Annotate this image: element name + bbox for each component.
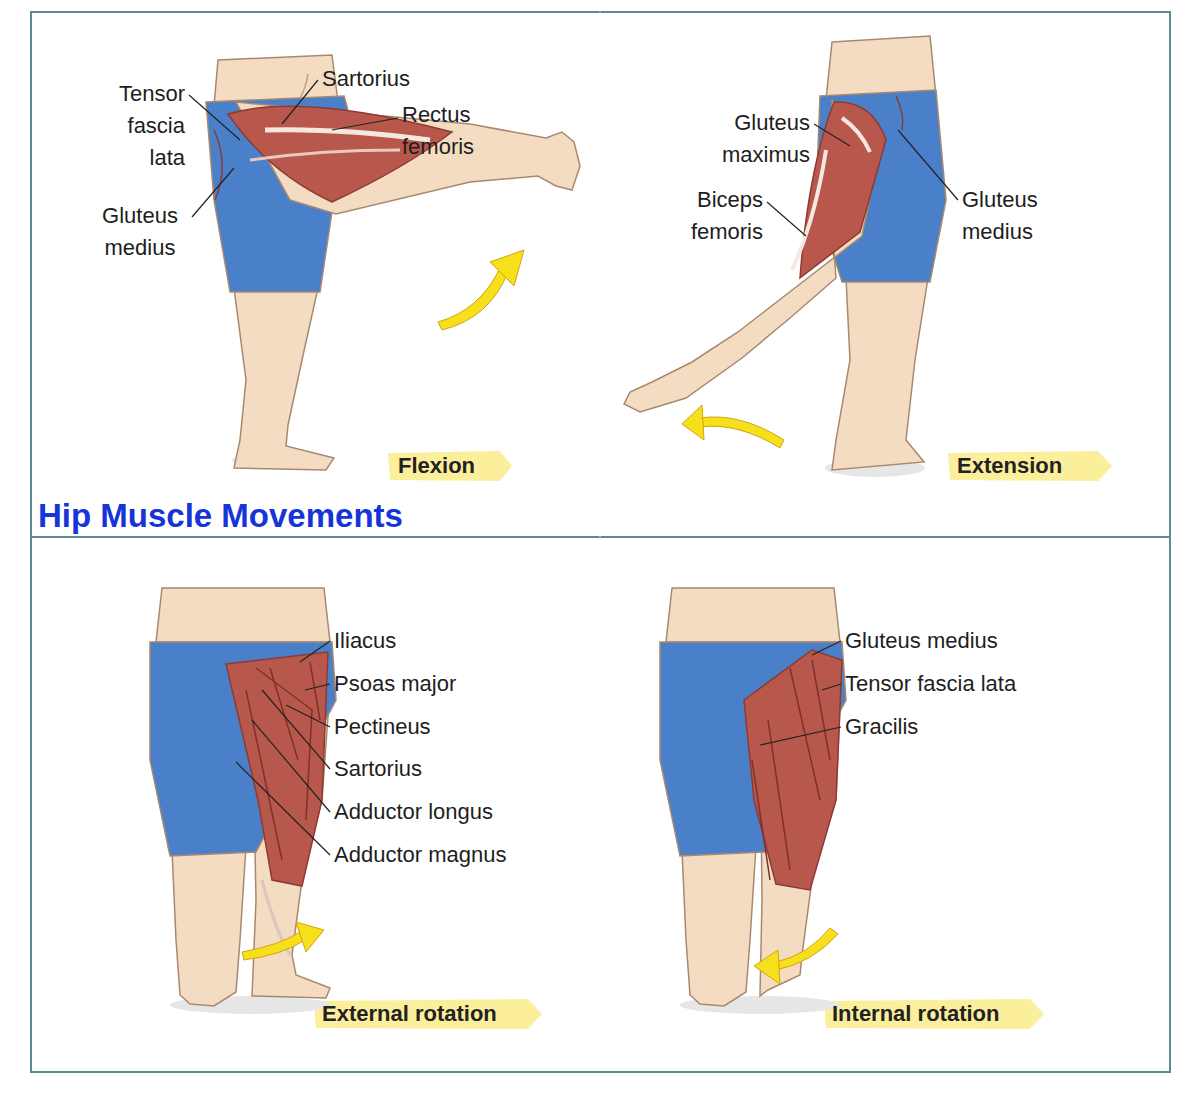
gap — [600, 12, 601, 537]
movement-label: Extension — [957, 450, 1062, 482]
muscle-label: Iliacus — [334, 625, 396, 657]
muscle-label: Rectus femoris — [402, 99, 502, 163]
flexion-figure — [206, 55, 580, 470]
muscle-label: Biceps femoris — [663, 184, 763, 248]
movement-label: Internal rotation — [832, 998, 999, 1030]
internal-rotation-figure — [660, 588, 846, 1014]
muscle-label: Psoas major — [334, 668, 456, 700]
label-highlight — [314, 451, 1112, 1029]
muscle-label: Gracilis — [845, 711, 918, 743]
muscle-label: Sartorius — [334, 753, 422, 785]
movement-arrow — [242, 250, 838, 984]
muscle-label: Tensor fascia lata — [95, 78, 185, 174]
panel-frame — [31, 12, 1170, 1072]
movement-label: Flexion — [398, 450, 475, 482]
diagram-title: Hip Muscle Movements — [38, 497, 403, 535]
muscle-label: Adductor longus — [334, 796, 493, 828]
muscle-label: Sartorius — [322, 63, 410, 95]
muscle-label: Pectineus — [334, 711, 431, 743]
muscle-label: Gluteus maximus — [698, 107, 810, 171]
muscle-label: Adductor magnus — [334, 839, 506, 871]
muscle-label: Gluteus medius — [88, 200, 192, 264]
extension-figure — [624, 36, 946, 477]
muscle-label: Gluteus medius — [962, 184, 1066, 248]
muscle-label: Gluteus medius — [845, 625, 998, 657]
leader-line — [189, 80, 958, 855]
muscle-label: Tensor fascia lata — [845, 668, 1016, 700]
movement-label: External rotation — [322, 998, 497, 1030]
external-rotation-figure — [150, 588, 336, 1014]
